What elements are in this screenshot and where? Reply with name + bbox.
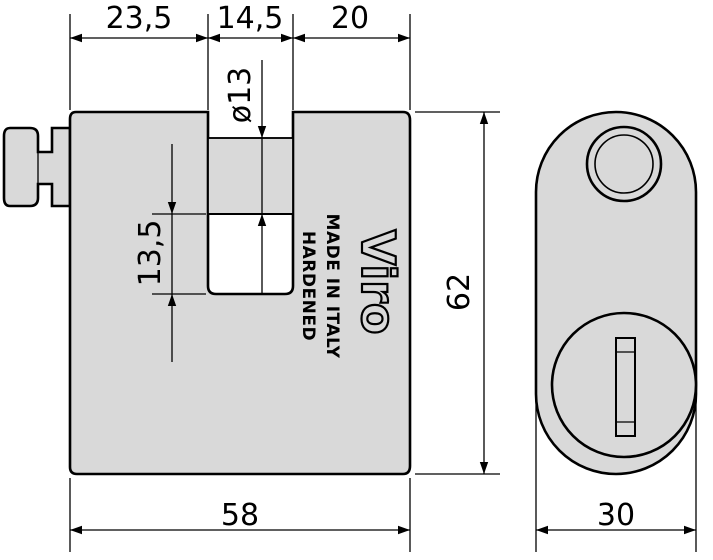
side-view [534,110,698,476]
dim-top-left: 23,5 [106,1,173,36]
keyway [615,337,636,437]
hardened-marking: HARDENED [298,231,318,341]
brand-logo: Viro [351,230,405,335]
dimension-labels: 23,5 14,5 20 ø13 13,5 62 58 30 [106,1,635,533]
extension-lines [69,14,697,552]
dim-top-right: 20 [331,1,369,36]
shackle [207,137,294,215]
locking-pin [2,126,72,208]
front-view [2,110,412,476]
origin-marking: MADE IN ITALY [322,214,342,359]
dim-height: 62 [442,273,477,311]
dim-body-width: 58 [221,498,259,533]
dim-shackle-diameter: ø13 [223,67,258,124]
padlock-body [68,110,412,476]
dim-body-depth: 30 [597,498,635,533]
dimension-lines [70,33,696,535]
dim-shackle-gap: 13,5 [133,220,168,287]
body-markings: Viro MADE IN ITALY HARDENED [298,214,406,359]
dim-top-middle: 14,5 [217,1,284,36]
